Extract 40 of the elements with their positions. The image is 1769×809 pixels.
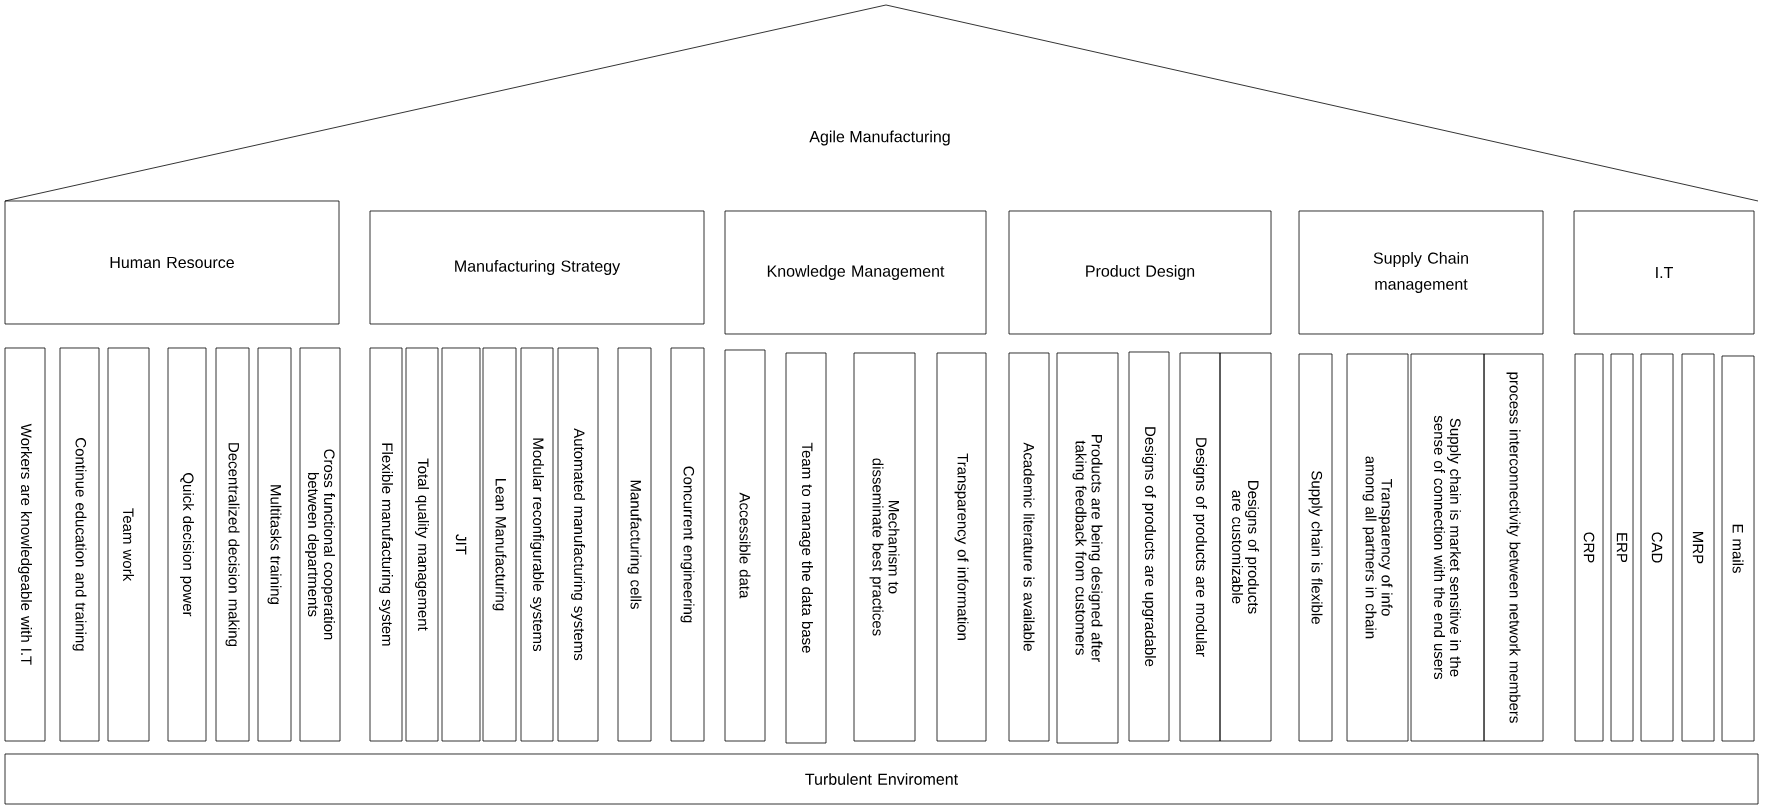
pillar-box: Designs of products are modular [1179,352,1221,742]
category-box: Product Design [1008,210,1272,335]
pillar-box: E mails [1721,355,1755,742]
pillar-box: Continue education and training [59,347,100,742]
pillar-box: Concurrent engineering [670,347,705,742]
pillar-box: Products are being designed after taking feedback from customers [1056,352,1119,744]
pillar-box: Manufacturing cells [617,347,652,742]
category-box: Manufacturing Strategy [369,210,705,325]
pillar-box: Lean Manufacturing [482,347,517,742]
pillar-box: Automated manufacturing systems [557,347,599,742]
pillar-box: Accessible data [724,349,766,742]
pillar-box: Multitasks training [257,347,292,742]
pillar-box: Academic literature is available [1008,352,1050,742]
pillar-box: Cross functional cooperation between departments [299,347,341,742]
pillar-box: Workers are knowledgeable with I.T [4,347,46,742]
pillar-box: Mechanism to disseminate best practices [853,352,916,742]
pillar-box: Team to manage the data base [785,352,827,744]
pillar-box: Designs of products are upgradable [1128,351,1170,742]
pillar-box: MRP [1681,353,1715,742]
pillar-box: process interconnectivity between network members [1483,353,1544,742]
pillar-box: ERP [1610,353,1634,742]
pillar-box: Supply chain is flexible [1298,353,1333,742]
pillar-box: Transparency of information [936,352,987,742]
pillar-box: Total quality management [405,347,439,742]
pillar-box: Flexible manufacturing system [369,347,403,742]
foundation-box: Turbulent Enviroment [4,753,1759,805]
pillar-box: Quick decision power [167,347,207,742]
category-box: I.T [1573,210,1755,335]
pillar-box: Supply chain is market sensitive in the sense of connection with the end users [1410,353,1485,742]
pillar-box: CRP [1574,353,1604,742]
pillar-box: Team work [107,347,150,742]
pillar-box: CAD [1640,353,1674,742]
pillar-box: Designs of products are customizable [1219,352,1272,742]
category-box: Supply Chain management [1298,210,1544,335]
pillar-box: Transparency of info among all partners in chain [1346,353,1409,742]
pillar-box: JIT [441,347,481,742]
category-box: Human Resource [4,200,340,325]
pillar-box: Decentralized decision making [215,347,250,742]
pillar-box: Modular reconfigurable systems [520,347,554,742]
category-box: Knowledge Management [724,210,987,335]
